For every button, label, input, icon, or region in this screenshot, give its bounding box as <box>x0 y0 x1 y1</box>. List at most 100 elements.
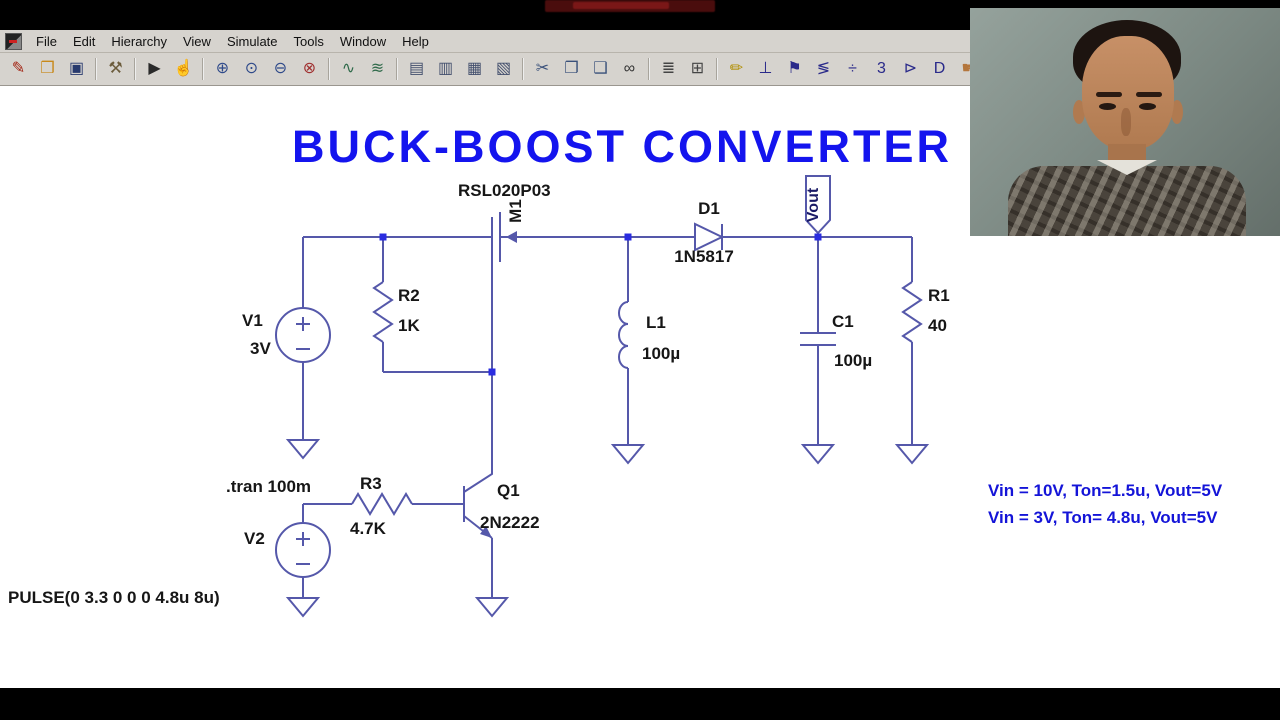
r1-name-label[interactable]: R1 <box>928 286 950 305</box>
app-icon[interactable] <box>5 32 22 50</box>
save-file-button[interactable]: ▣ <box>63 55 90 83</box>
menu-item-help[interactable]: Help <box>402 33 429 49</box>
l1-name-label[interactable]: L1 <box>646 313 666 332</box>
menu-item-tools[interactable]: Tools <box>293 33 324 49</box>
new-schematic-button[interactable]: ✎ <box>5 55 32 83</box>
pulse-directive[interactable]: PULSE(0 3.3 0 0 0 4.8u 8u) <box>8 588 220 607</box>
find-button[interactable]: ∞ <box>616 55 643 83</box>
r3-value-label[interactable]: 4.7K <box>350 519 387 538</box>
cut-button[interactable]: ✂ <box>529 55 556 83</box>
c1-name-label[interactable]: C1 <box>832 312 854 331</box>
r2-value-label[interactable]: 1K <box>398 316 420 335</box>
v2-voltage-source-symbol[interactable] <box>275 522 331 618</box>
control-panel-button[interactable]: ⚒ <box>102 55 129 83</box>
autorange-y-axis-button[interactable]: ∿ <box>335 55 362 83</box>
webcam-overlay <box>970 8 1280 236</box>
menu-item-simulate[interactable]: Simulate <box>226 33 278 49</box>
q1-name-label[interactable]: Q1 <box>497 481 520 500</box>
webcam-person-nose <box>1121 108 1131 136</box>
print-button[interactable]: ≣ <box>655 55 682 83</box>
print-preview-button[interactable]: ⊞ <box>684 55 711 83</box>
m1-mosfet-symbol[interactable] <box>491 212 517 262</box>
webcam-person-eyebrow <box>1096 92 1122 97</box>
c1-capacitor-symbol[interactable] <box>800 237 836 465</box>
tile-horizontally-icon: ▤ <box>408 60 425 77</box>
top-watermark <box>545 0 715 12</box>
wires[interactable] <box>302 236 912 523</box>
zoom-full-extents-button[interactable]: ⊗ <box>296 55 323 83</box>
plot-settings-button[interactable]: ≋ <box>364 55 391 83</box>
annotation-line-2[interactable]: Vin = 3V, Ton= 4.8u, Vout=5V <box>988 508 1218 527</box>
annotation-line-1[interactable]: Vin = 10V, Ton=1.5u, Vout=5V <box>988 481 1223 500</box>
webcam-person-eye <box>1139 103 1156 110</box>
place-inductor-icon: 3 <box>877 60 886 77</box>
place-ground-button[interactable]: ⊥ <box>752 55 779 83</box>
cut-icon: ✂ <box>535 60 550 77</box>
v1-value-label[interactable]: 3V <box>250 339 271 358</box>
webcam-person-eyebrow <box>1136 92 1162 97</box>
open-file-button[interactable]: ❒ <box>34 55 61 83</box>
tran-directive[interactable]: .tran 100m <box>226 477 311 496</box>
toolbar-separator <box>202 58 204 80</box>
menu-item-edit[interactable]: Edit <box>72 33 96 49</box>
m1-model-label[interactable]: RSL020P03 <box>458 181 551 200</box>
v1-name-label[interactable]: V1 <box>242 311 263 330</box>
r2-resistor-symbol[interactable] <box>372 237 394 372</box>
r3-name-label[interactable]: R3 <box>360 474 382 493</box>
l1-value-label[interactable]: 100µ <box>642 344 680 363</box>
open-file-icon: ❒ <box>40 60 55 77</box>
toolbar-separator <box>522 58 524 80</box>
v2-name-label[interactable]: V2 <box>244 529 265 548</box>
d1-model-label[interactable]: 1N5817 <box>674 247 734 266</box>
print-icon: ≣ <box>661 60 676 77</box>
place-resistor-button[interactable]: ≶ <box>810 55 837 83</box>
menu-item-file[interactable]: File <box>36 33 57 49</box>
cascade-windows-button[interactable]: ▦ <box>461 55 488 83</box>
menu-item-view[interactable]: View <box>182 33 211 49</box>
r3-resistor-symbol[interactable] <box>351 492 413 516</box>
v1-voltage-source-symbol[interactable] <box>275 307 331 460</box>
zoom-region-icon: ⊙ <box>244 60 259 77</box>
tile-vertically-button[interactable]: ▥ <box>432 55 459 83</box>
q1-transistor-symbol[interactable] <box>463 372 510 618</box>
draw-wire-button[interactable]: ✏ <box>723 55 750 83</box>
menu-item-hierarchy[interactable]: Hierarchy <box>111 33 167 49</box>
new-schematic-icon: ✎ <box>11 60 26 77</box>
r1-resistor-symbol[interactable] <box>894 237 930 465</box>
zoom-full-extents-icon: ⊗ <box>302 60 317 77</box>
menubar-items: File Edit Hierarchy View Simulate Tools Window… <box>28 32 437 51</box>
m1-name-label[interactable]: M1 <box>506 199 525 223</box>
close-window-button[interactable]: ▧ <box>490 55 517 83</box>
halt-simulation-button[interactable]: ☝ <box>170 55 197 83</box>
zoom-out-button[interactable]: ⊖ <box>267 55 294 83</box>
place-net-label-button[interactable]: ⚑ <box>781 55 808 83</box>
zoom-region-button[interactable]: ⊙ <box>238 55 265 83</box>
paste-button[interactable]: ❑ <box>587 55 614 83</box>
place-component-button[interactable]: D <box>926 55 953 83</box>
copy-button[interactable]: ❐ <box>558 55 585 83</box>
toolbar-separator <box>95 58 97 80</box>
d1-name-label[interactable]: D1 <box>698 199 720 218</box>
zoom-in-icon: ⊕ <box>215 60 230 77</box>
l1-inductor-symbol[interactable] <box>610 237 646 465</box>
r2-name-label[interactable]: R2 <box>398 286 420 305</box>
c1-value-label[interactable]: 100µ <box>834 351 872 370</box>
tile-horizontally-button[interactable]: ▤ <box>403 55 430 83</box>
place-capacitor-button[interactable]: ÷ <box>839 55 866 83</box>
place-inductor-button[interactable]: 3 <box>868 55 895 83</box>
zoom-in-button[interactable]: ⊕ <box>209 55 236 83</box>
toolbar-separator <box>396 58 398 80</box>
toolbar-separator <box>328 58 330 80</box>
q1-model-label[interactable]: 2N2222 <box>480 513 540 532</box>
junction-nodes <box>379 233 822 376</box>
schematic-title[interactable]: BUCK-BOOST CONVERTER <box>292 121 952 172</box>
menu-item-window[interactable]: Window <box>339 33 387 49</box>
run-simulation-button[interactable]: ▶ <box>141 55 168 83</box>
place-diode-icon: ⊳ <box>903 60 918 77</box>
paste-icon: ❑ <box>593 60 608 77</box>
d1-diode-symbol[interactable] <box>694 222 725 252</box>
vout-net-label[interactable]: Vout <box>805 187 822 222</box>
r1-value-label[interactable]: 40 <box>928 316 947 335</box>
place-diode-button[interactable]: ⊳ <box>897 55 924 83</box>
